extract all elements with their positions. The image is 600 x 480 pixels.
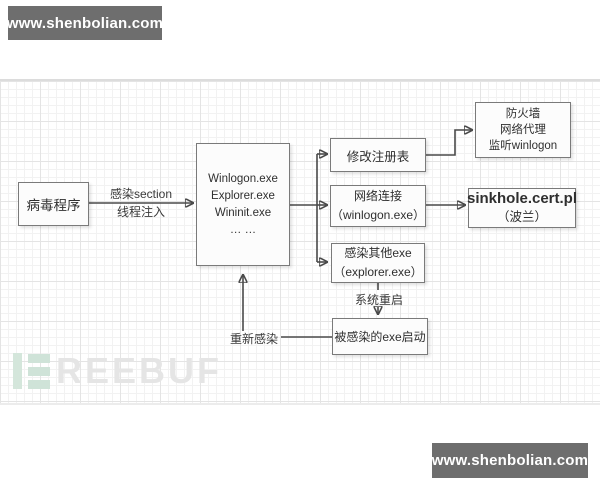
node-network-line: 网络连接 [353, 189, 402, 203]
edge-label-infect-section: 感染section 线程注入 [103, 186, 179, 220]
node-sinkhole-country: （波兰） [496, 210, 547, 224]
watermark-bottom: www.shenbolian.com [432, 443, 588, 478]
process-line: Explorer.exe [211, 189, 275, 202]
process-line: Wininit.exe [214, 206, 272, 219]
process-line: Winlogon.exe [208, 172, 278, 185]
edge-label-reinfect: 重新感染 [229, 332, 278, 346]
edge-label-system-restart: 系统重启 [354, 293, 403, 307]
node-sinkhole-domain: sinkhole.cert.pl [466, 190, 578, 207]
node-virus-program-label: 病毒程序 [26, 198, 81, 213]
node-infect-other-exe-line: 感染其他exe [344, 246, 412, 260]
edge-label-infect-section-line1: 感染section [109, 187, 173, 201]
node-network-line: （winlogon.exe） [330, 208, 426, 222]
node-firewall-line: 监听winlogon [488, 140, 558, 152]
node-modify-registry: 修改注册表 [330, 138, 426, 172]
node-infect-other-exe: 感染其他exe （explorer.exe） [331, 243, 425, 283]
node-infected-exe-start: 被感染的exe启动 [332, 318, 428, 355]
process-line-ellipsis: … … [229, 223, 257, 236]
node-system-processes: Winlogon.exe Explorer.exe Wininit.exe … … [196, 143, 290, 266]
node-virus-program: 病毒程序 [18, 182, 89, 226]
node-modify-registry-label: 修改注册表 [346, 149, 410, 164]
watermark-bottom-text: www.shenbolian.com [431, 452, 589, 469]
node-firewall-line: 防火墙 [505, 108, 541, 120]
node-firewall-proxy: 防火墙 网络代理 监听winlogon [475, 102, 571, 158]
watermark-top-text: www.shenbolian.com [6, 14, 164, 32]
node-firewall-line: 网络代理 [500, 124, 546, 136]
node-infect-other-exe-line: （explorer.exe） [333, 265, 423, 279]
node-network-connection: 网络连接 （winlogon.exe） [330, 185, 426, 227]
watermark-top: www.shenbolian.com [6, 6, 164, 40]
node-sinkhole: sinkhole.cert.pl （波兰） [466, 188, 578, 228]
edge-label-infect-section-line2: 线程注入 [116, 205, 165, 219]
node-infected-exe-start-label: 被感染的exe启动 [334, 330, 426, 344]
